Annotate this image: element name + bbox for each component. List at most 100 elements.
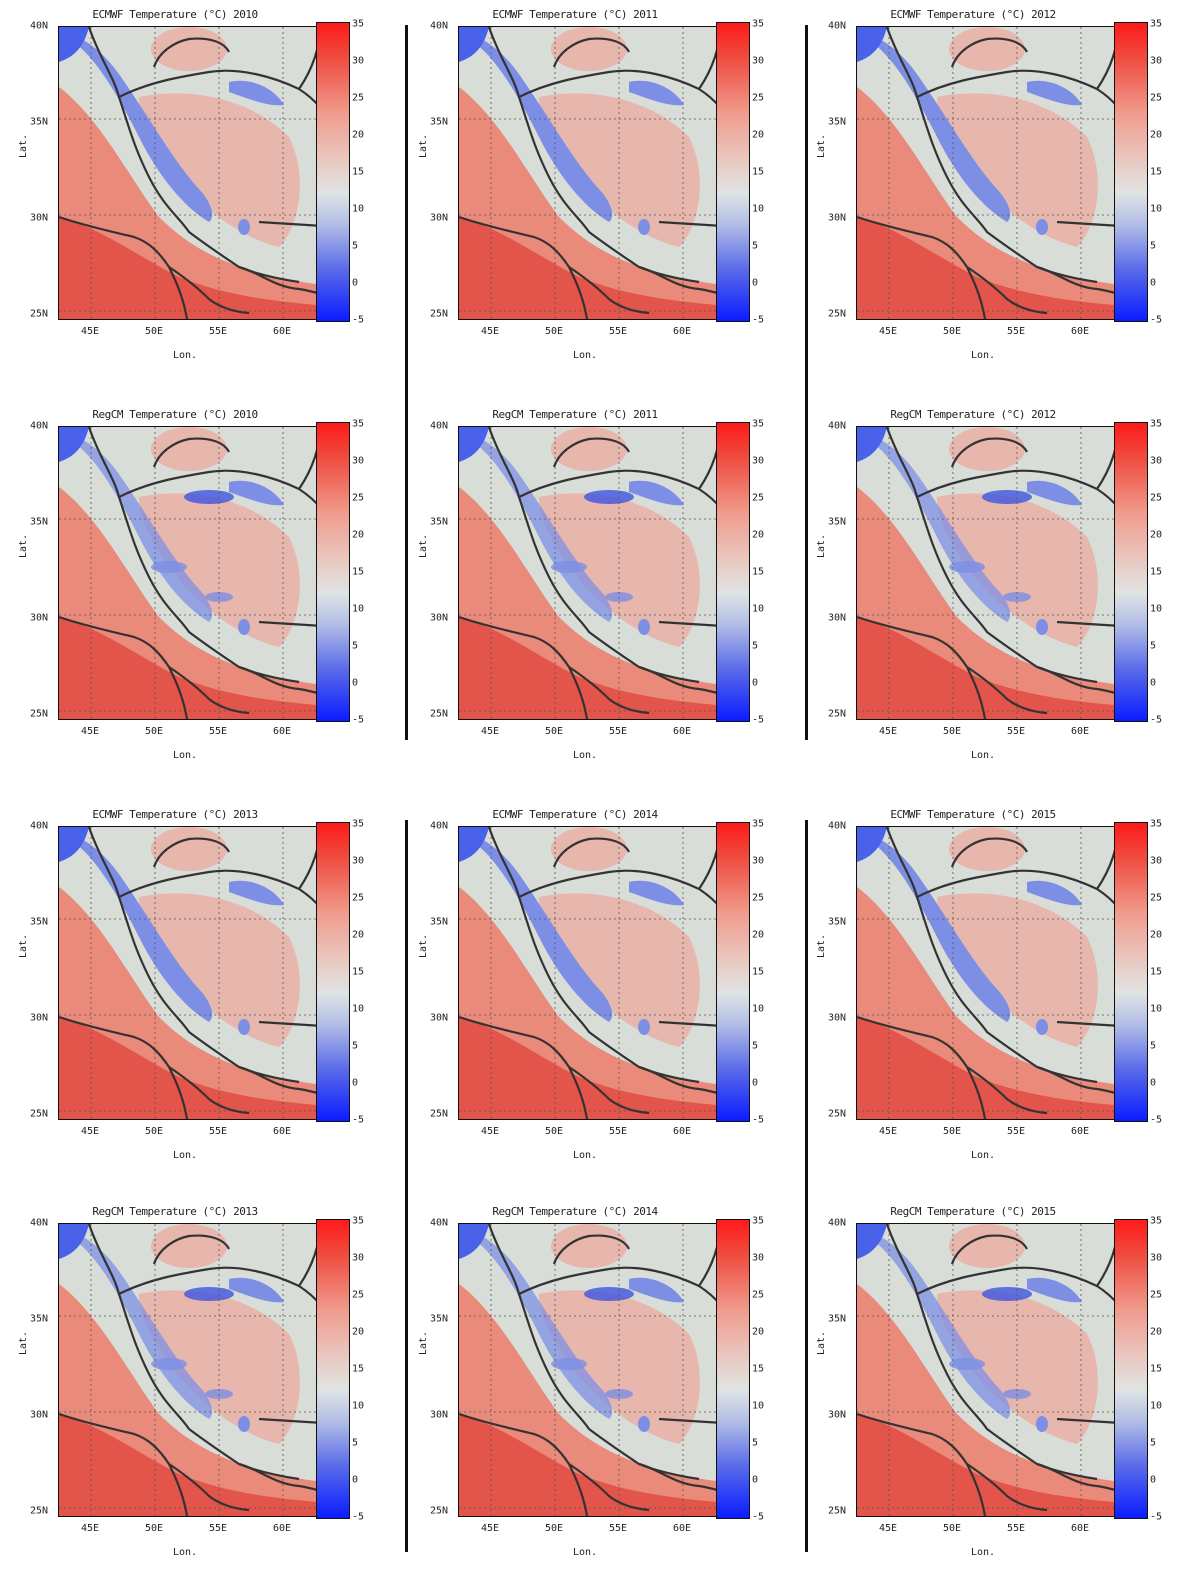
colorbar (1114, 822, 1148, 1122)
colorbar-tick-label: 10 (352, 203, 365, 215)
colorbar-tick-label: 25 (752, 492, 765, 504)
panel-divider (405, 820, 408, 1552)
lat-tick-label: 35N (430, 1313, 449, 1325)
colorbar-tick-label: 35 (1150, 818, 1163, 830)
lat-tick-label: 40N (30, 1217, 49, 1229)
colorbar (716, 422, 750, 722)
colorbar-tick-label: 20 (752, 1326, 765, 1338)
colorbar-tick-label: 10 (752, 1400, 765, 1412)
colorbar-tick-label: -5 (752, 714, 765, 726)
colorbar-tick-label: 10 (752, 203, 765, 215)
lon-tick-label: 60E (1070, 726, 1090, 737)
colorbar-tick-label: 0 (752, 277, 759, 289)
colorbar-tick-label: 30 (1150, 455, 1163, 467)
colorbar-tick-label: 5 (1150, 640, 1157, 652)
lon-axis-label: Lon. (172, 350, 198, 361)
colorbar-tick-label: -5 (752, 314, 765, 326)
temperature-map (856, 26, 1138, 320)
lat-tick-label: 25N (30, 1505, 49, 1517)
colorbar-tick-label: 20 (1150, 1326, 1163, 1338)
lat-tick-label: 25N (30, 708, 49, 720)
lon-tick-label: 60E (672, 326, 692, 337)
lat-tick-label: 40N (430, 20, 449, 32)
lon-axis-label: Lon. (572, 750, 598, 761)
colorbar (316, 422, 350, 722)
temperature-map (856, 826, 1138, 1120)
colorbar-tick-label: 0 (752, 1077, 759, 1089)
lat-tick-label: 40N (30, 420, 49, 432)
colorbar-tick-label: 20 (1150, 929, 1163, 941)
colorbar-tick-label: -5 (752, 1511, 765, 1523)
lat-axis-label: Lat. (18, 933, 29, 958)
colorbar-tick-label: 25 (352, 92, 365, 104)
lat-tick-label: 30N (430, 1012, 449, 1024)
lon-axis-label: Lon. (572, 1150, 598, 1161)
colorbar-tick-label: 10 (352, 1400, 365, 1412)
colorbar-tick-label: 10 (1150, 603, 1163, 615)
colorbar-tick-label: 25 (1150, 92, 1163, 104)
colorbar-tick-label: 15 (1150, 966, 1163, 978)
colorbar-tick-label: 15 (752, 566, 765, 578)
colorbar-tick-label: -5 (352, 1114, 365, 1126)
colorbar (716, 22, 750, 322)
lon-axis-label: Lon. (172, 1547, 198, 1558)
colorbar-tick-label: 25 (1150, 492, 1163, 504)
panel-title: ECMWF Temperature (°C) 2010 (92, 8, 258, 21)
colorbar-tick-label: 25 (752, 92, 765, 104)
colorbar-tick-label: 5 (352, 1040, 359, 1052)
lon-axis-label: Lon. (572, 350, 598, 361)
lon-tick-label: 60E (672, 1523, 692, 1534)
lat-tick-label: 25N (430, 1108, 449, 1120)
colorbar-tick-label: 20 (352, 529, 365, 541)
lat-tick-label: 30N (30, 1409, 49, 1421)
colorbar-tick-label: 15 (352, 966, 365, 978)
colorbar-tick-label: 5 (352, 640, 359, 652)
colorbar-tick-label: -5 (1150, 1511, 1163, 1523)
colorbar-tick-label: 30 (352, 855, 365, 867)
colorbar-tick-label: 35 (752, 1215, 765, 1227)
lat-axis-label: Lat. (816, 133, 827, 158)
temperature-map (58, 26, 340, 320)
map-panel-8: ECMWF Temperature (°C) 2014 (410, 808, 790, 1178)
panel-title: ECMWF Temperature (°C) 2013 (92, 808, 258, 821)
colorbar-tick-label: 10 (352, 603, 365, 615)
colorbar-tick-label: -5 (1150, 1114, 1163, 1126)
lat-tick-label: 40N (828, 1217, 847, 1229)
colorbar-tick-label: 25 (752, 1289, 765, 1301)
colorbar (716, 1219, 750, 1519)
lat-tick-label: 35N (828, 916, 847, 928)
lat-axis-label: Lat. (418, 933, 429, 958)
temperature-map (58, 1223, 340, 1517)
colorbar-tick-label: 30 (352, 55, 365, 67)
colorbar-tick-label: 25 (352, 492, 365, 504)
lat-tick-label: 25N (30, 308, 49, 320)
lon-tick-label: 50E (144, 1126, 164, 1137)
lat-tick-label: 25N (430, 1505, 449, 1517)
lon-tick-label: 55E (208, 1126, 228, 1137)
lon-tick-label: 50E (144, 1523, 164, 1534)
lat-axis-label: Lat. (418, 533, 429, 558)
panel-title: RegCM Temperature (°C) 2014 (492, 1205, 658, 1218)
colorbar-tick-label: 30 (752, 1252, 765, 1264)
colorbar-tick-label: 5 (752, 1437, 759, 1449)
lon-tick-label: 55E (1006, 1126, 1026, 1137)
temperature-map (856, 426, 1138, 720)
lat-tick-label: 40N (430, 420, 449, 432)
colorbar-tick-label: 20 (352, 1326, 365, 1338)
lon-tick-label: 50E (942, 1523, 962, 1534)
lon-tick-label: 60E (1070, 1126, 1090, 1137)
lon-tick-label: 60E (272, 1126, 292, 1137)
colorbar (1114, 1219, 1148, 1519)
lon-tick-label: 50E (942, 326, 962, 337)
colorbar-tick-label: 5 (352, 240, 359, 252)
colorbar-tick-label: 15 (352, 1363, 365, 1375)
lon-tick-label: 60E (272, 326, 292, 337)
lat-tick-label: 35N (30, 516, 49, 528)
colorbar-tick-label: 0 (1150, 277, 1157, 289)
lat-tick-label: 25N (828, 708, 847, 720)
lat-tick-label: 30N (30, 212, 49, 224)
lat-axis-label: Lat. (18, 1330, 29, 1355)
colorbar (316, 22, 350, 322)
colorbar-tick-label: 35 (352, 18, 365, 30)
lat-tick-label: 30N (828, 212, 847, 224)
